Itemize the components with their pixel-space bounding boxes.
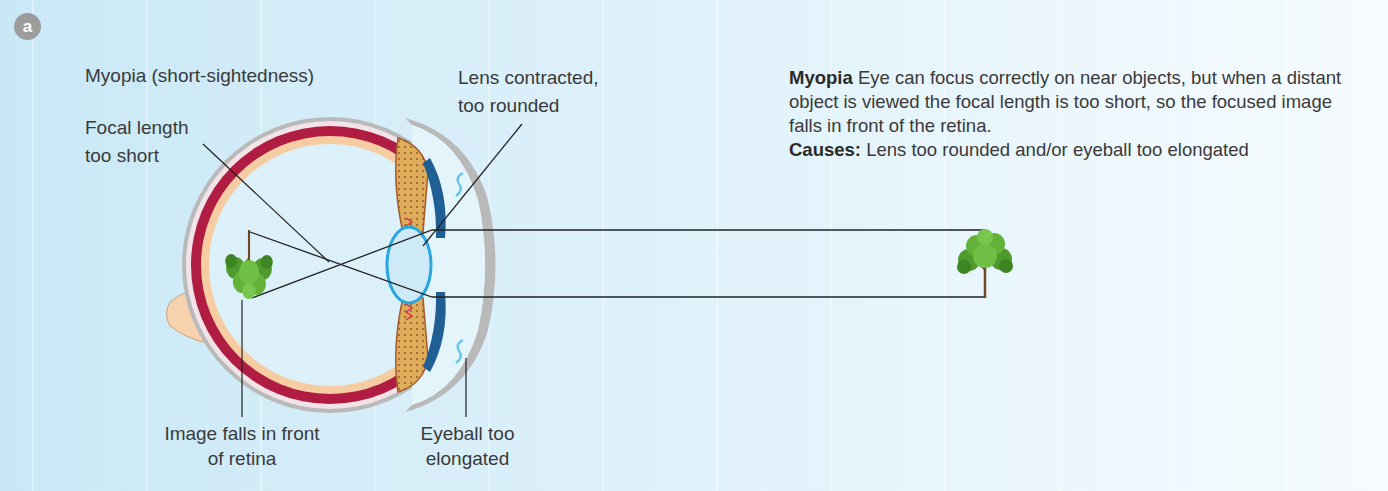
background-stripe [602,0,604,491]
causes-text: Lens too rounded and/or eyeball too elon… [866,139,1249,160]
background-stripe [716,0,718,491]
callout-label: Eyeball too elongated [400,421,535,471]
panel-badge: a [14,13,41,40]
callout-label: Lens contracted, too rounded [458,64,628,120]
diagram-heading: Myopia (short-sightedness) [85,63,405,88]
callout-label: Image falls in front of retina [162,421,322,471]
description-heading: Myopia [789,67,853,88]
background-stripe [32,0,34,491]
causes-heading: Causes: [789,139,861,160]
callout-label: Focal length too short [85,114,220,170]
badge-letter: a [23,17,32,37]
description-text: Eye can focus correctly on near objects,… [789,67,1341,136]
description-block: MyopiaEye can focus correctly on near ob… [789,66,1351,162]
